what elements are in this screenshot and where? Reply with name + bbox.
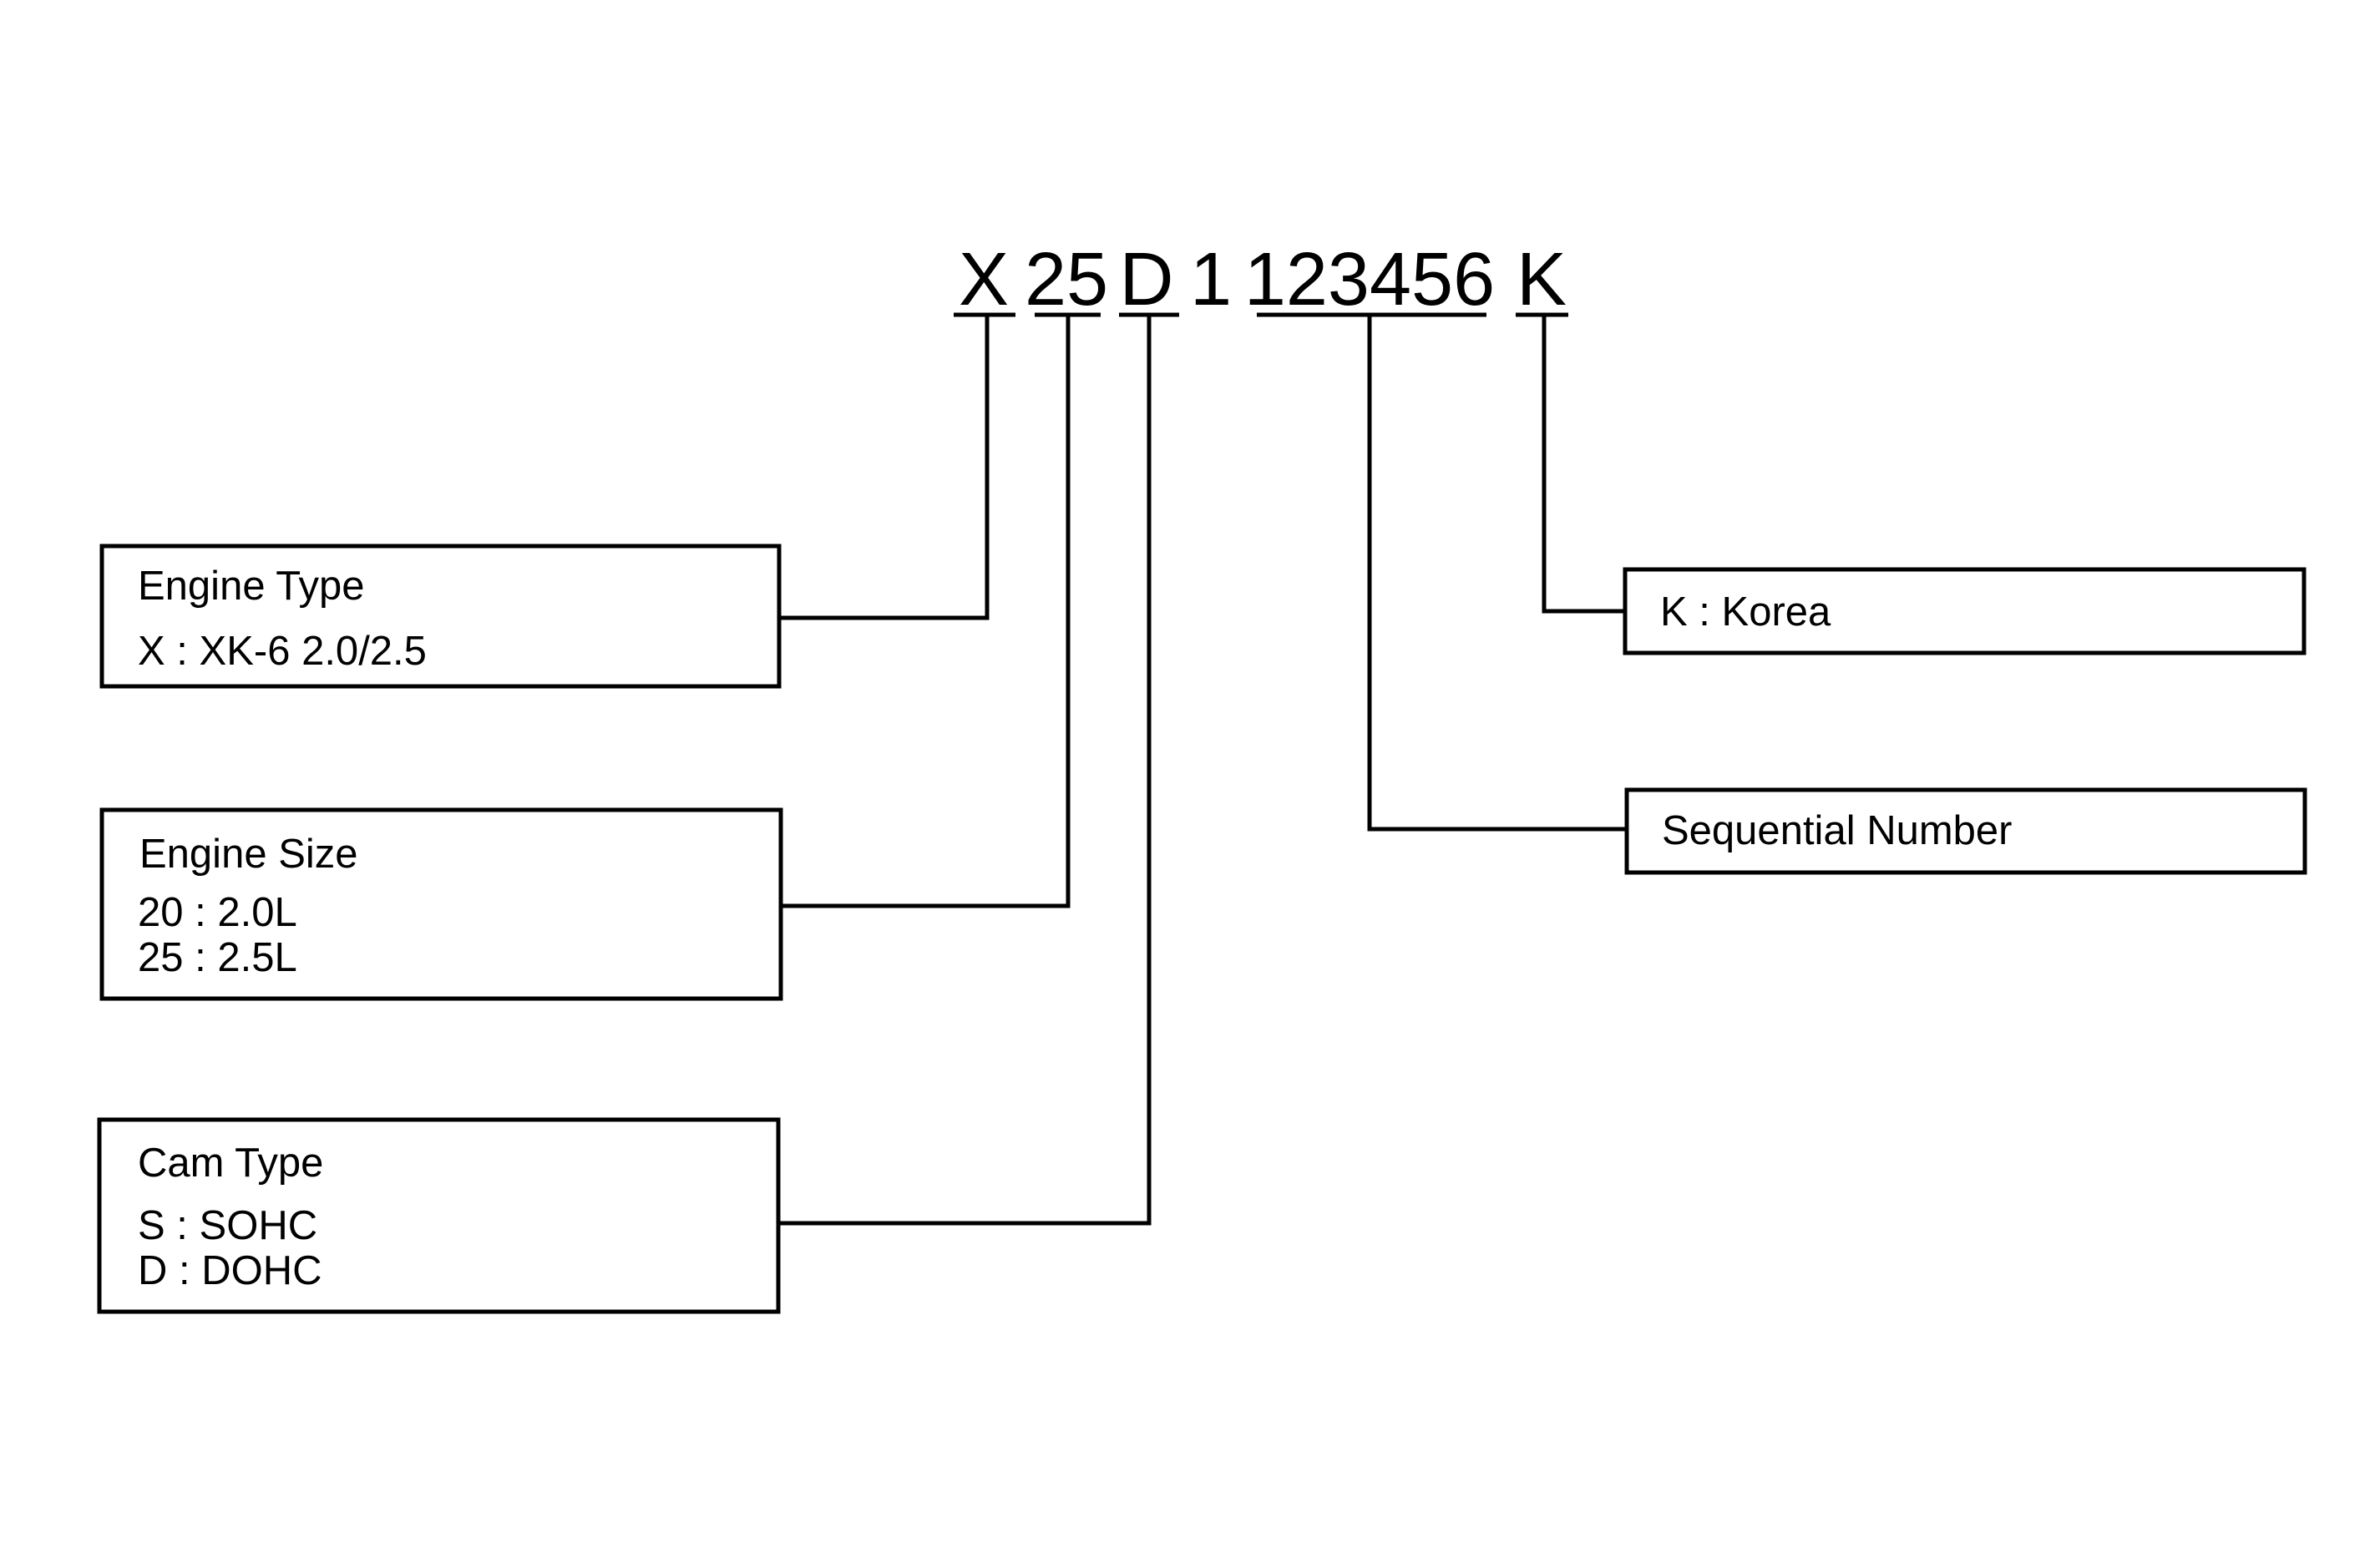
cam-type-title: Cam Type [138, 1141, 323, 1186]
connector-country [1542, 315, 1625, 614]
code-sequential: 123456 [1244, 238, 1495, 321]
cam-type-box-frame [97, 1117, 781, 1314]
engine-type-value: X : XK-6 2.0/2.5 [138, 629, 427, 674]
connector-sequential [1367, 315, 1627, 832]
country-box-frame [1623, 567, 2307, 655]
engine-type-box-frame [99, 544, 782, 689]
cam-type-value-sohc: S : SOHC [138, 1203, 317, 1248]
engine-size-box: Engine Size 20 : 2.0L 25 : 2.5L [99, 807, 783, 1001]
code-cam-type: D [1120, 238, 1174, 321]
connector-engine-type [779, 315, 990, 620]
connector-cam-type [778, 315, 1152, 1226]
country-value: K : Korea [1660, 589, 1831, 635]
sequential-box-frame [1624, 787, 2307, 875]
code-engine-size: 25 [1025, 238, 1108, 321]
sequential-title: Sequential Number [1662, 808, 2012, 853]
engine-size-box-frame [99, 807, 783, 1001]
engine-type-box: Engine Type X : XK-6 2.0/2.5 [99, 544, 782, 689]
engine-size-title: Engine Size [139, 832, 358, 877]
engine-size-value-20: 20 : 2.0L [138, 890, 297, 935]
connectors [778, 315, 1627, 1226]
engine-code: X 25 D 1 123456 K [959, 238, 1567, 321]
country-box: K : Korea [1623, 567, 2307, 655]
sequential-box: Sequential Number [1624, 787, 2307, 875]
cam-type-box: Cam Type S : SOHC D : DOHC [97, 1117, 781, 1314]
code-digit: 1 [1190, 238, 1232, 321]
connector-engine-size [781, 315, 1071, 908]
cam-type-value-dohc: D : DOHC [138, 1248, 322, 1293]
engine-type-title: Engine Type [138, 564, 365, 609]
engine-size-value-25: 25 : 2.5L [138, 935, 297, 980]
code-engine-type: X [959, 238, 1009, 321]
code-country: K [1517, 238, 1567, 321]
